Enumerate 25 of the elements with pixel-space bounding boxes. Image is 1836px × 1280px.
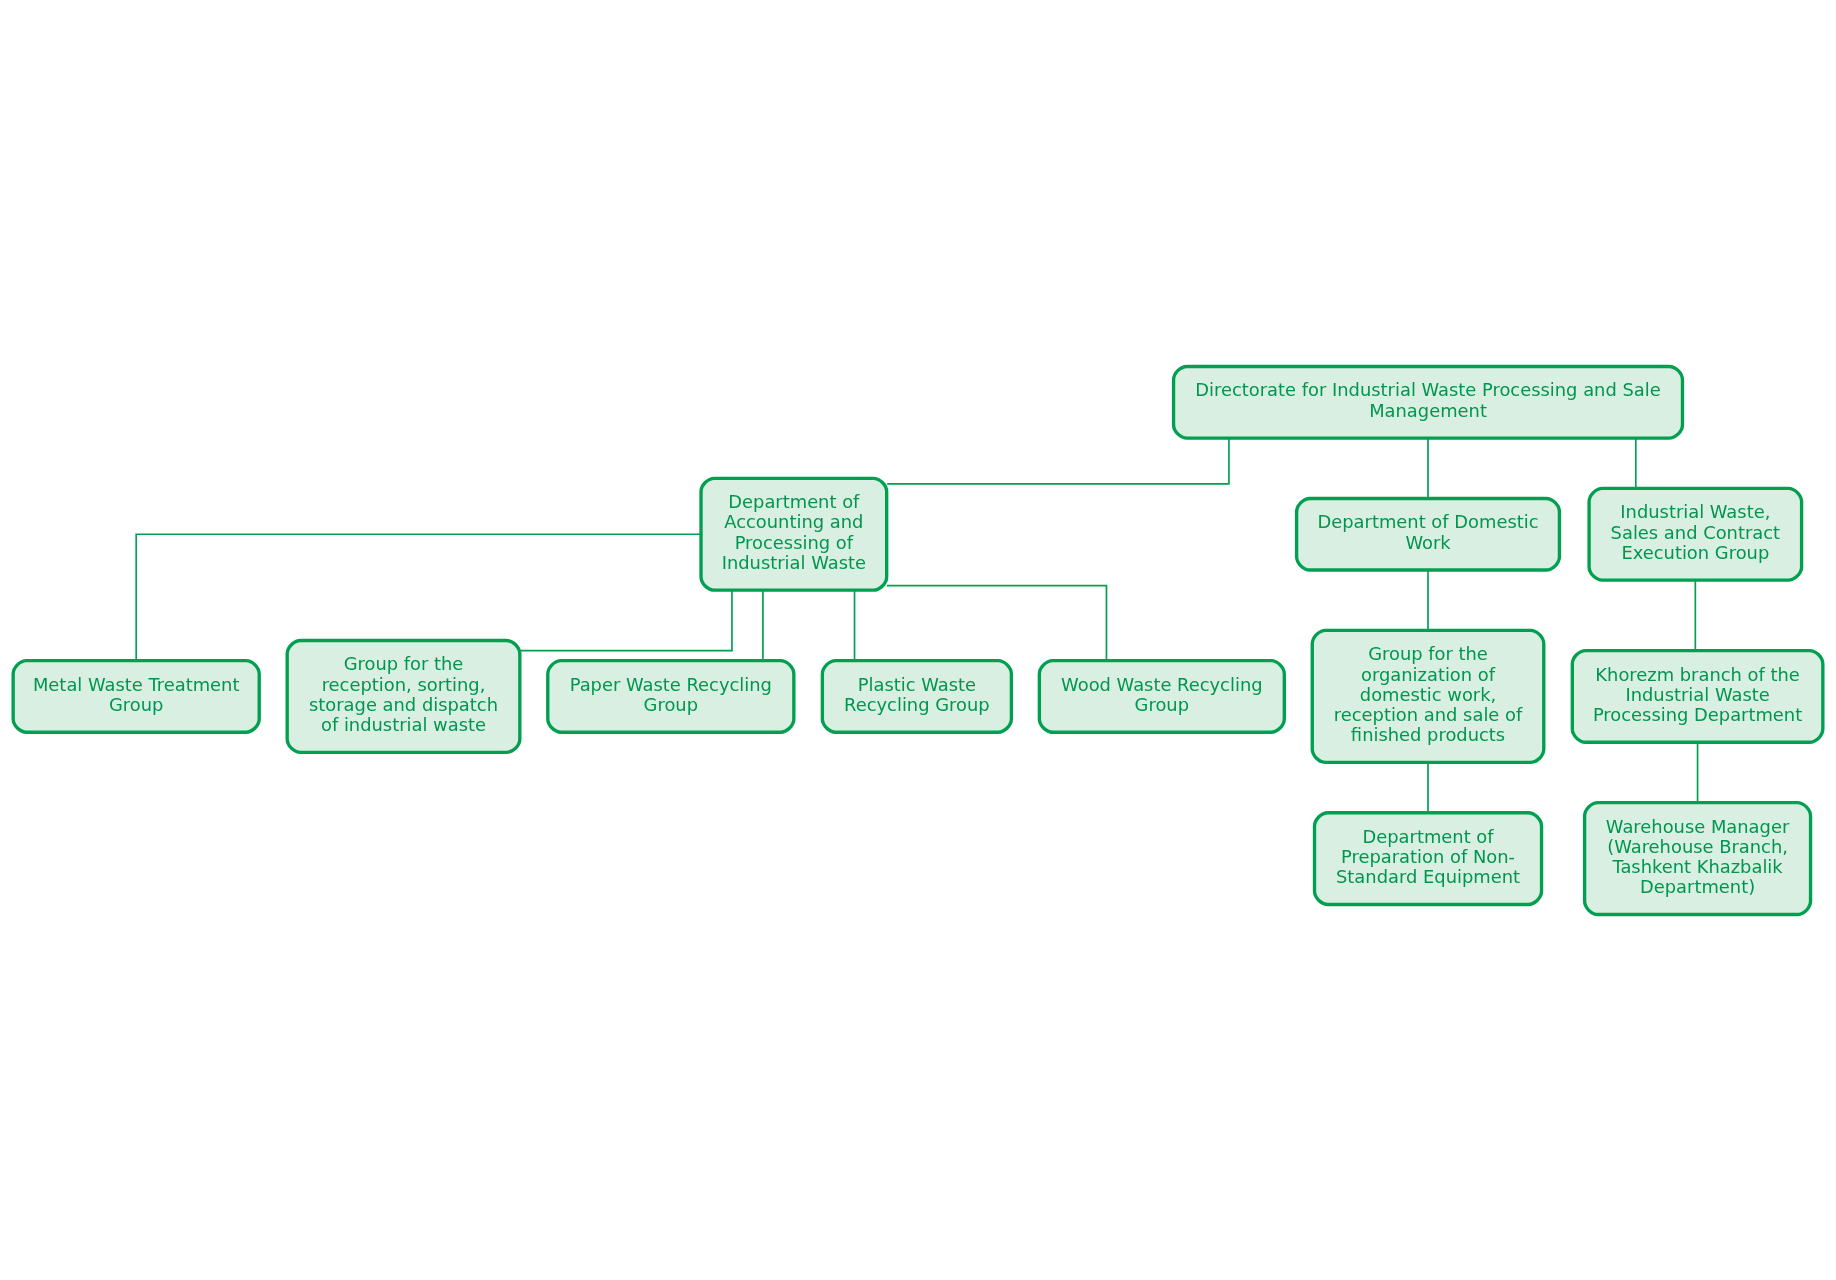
- node-box: Warehouse Manager (Warehouse Branch, Tashkent Khazbalik Department): [1582, 800, 1813, 916]
- node-box: Group for the organization of domestic work, reception and sale of finished products: [1310, 628, 1546, 764]
- node-box: Directorate for Industrial Waste Processing and Sale Management: [1171, 364, 1685, 440]
- node-box: Department of Preparation of Non-Standard Equipment: [1312, 810, 1544, 906]
- node-box: Department of Accounting and Processing of Industrial Waste: [699, 476, 889, 592]
- connector: [885, 584, 1108, 661]
- node-box: Industrial Waste, Sales and Contract Execution Group: [1587, 486, 1804, 582]
- connector: [886, 436, 1230, 485]
- connector: [1427, 761, 1429, 813]
- connector: [1694, 578, 1697, 651]
- connector: [853, 589, 856, 661]
- node-box: Metal Waste Treatment Group: [11, 658, 261, 734]
- node-box: Paper Waste Recycling Group: [546, 658, 796, 734]
- node-box: Khorezm branch of the Industrial Waste Processing Department: [1570, 648, 1825, 744]
- node-box: Department of Domestic Work: [1294, 496, 1562, 572]
- connector: [135, 532, 702, 661]
- connector: [762, 589, 764, 661]
- node-box: Wood Waste Recycling Group: [1037, 658, 1286, 734]
- connector: [1427, 437, 1429, 499]
- connector: [1427, 568, 1429, 631]
- connector: [519, 589, 733, 651]
- node-box: Plastic Waste Recycling Group: [820, 658, 1014, 734]
- connector: [1634, 437, 1637, 489]
- connector: [1696, 741, 1699, 803]
- node-box: Group for the reception, sorting, storage and dispatch of industrial waste: [285, 638, 522, 754]
